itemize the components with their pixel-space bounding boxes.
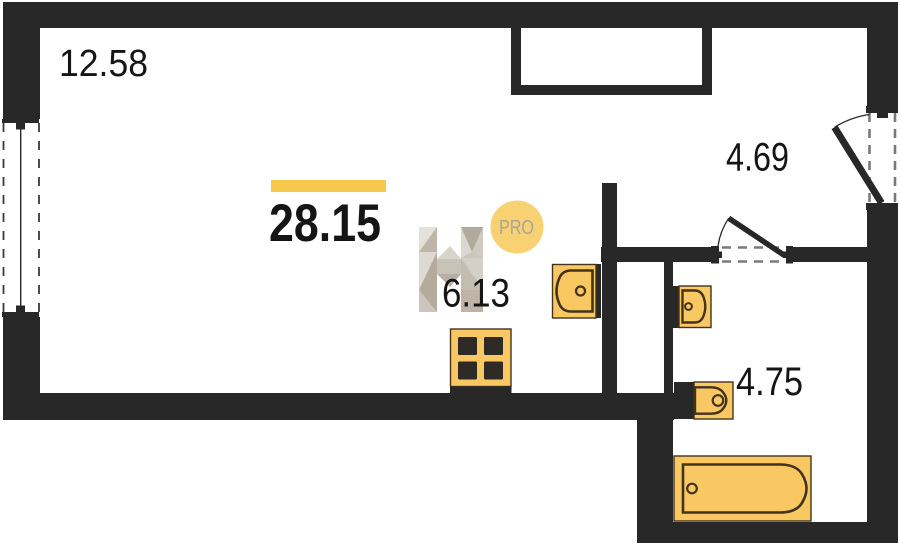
svg-text:28.15: 28.15	[269, 194, 381, 253]
svg-text:PRO: PRO	[499, 217, 534, 239]
svg-text:12.58: 12.58	[59, 43, 148, 85]
svg-text:4.69: 4.69	[726, 136, 789, 180]
svg-text:6.13: 6.13	[442, 272, 510, 316]
svg-text:4.75: 4.75	[736, 360, 803, 404]
